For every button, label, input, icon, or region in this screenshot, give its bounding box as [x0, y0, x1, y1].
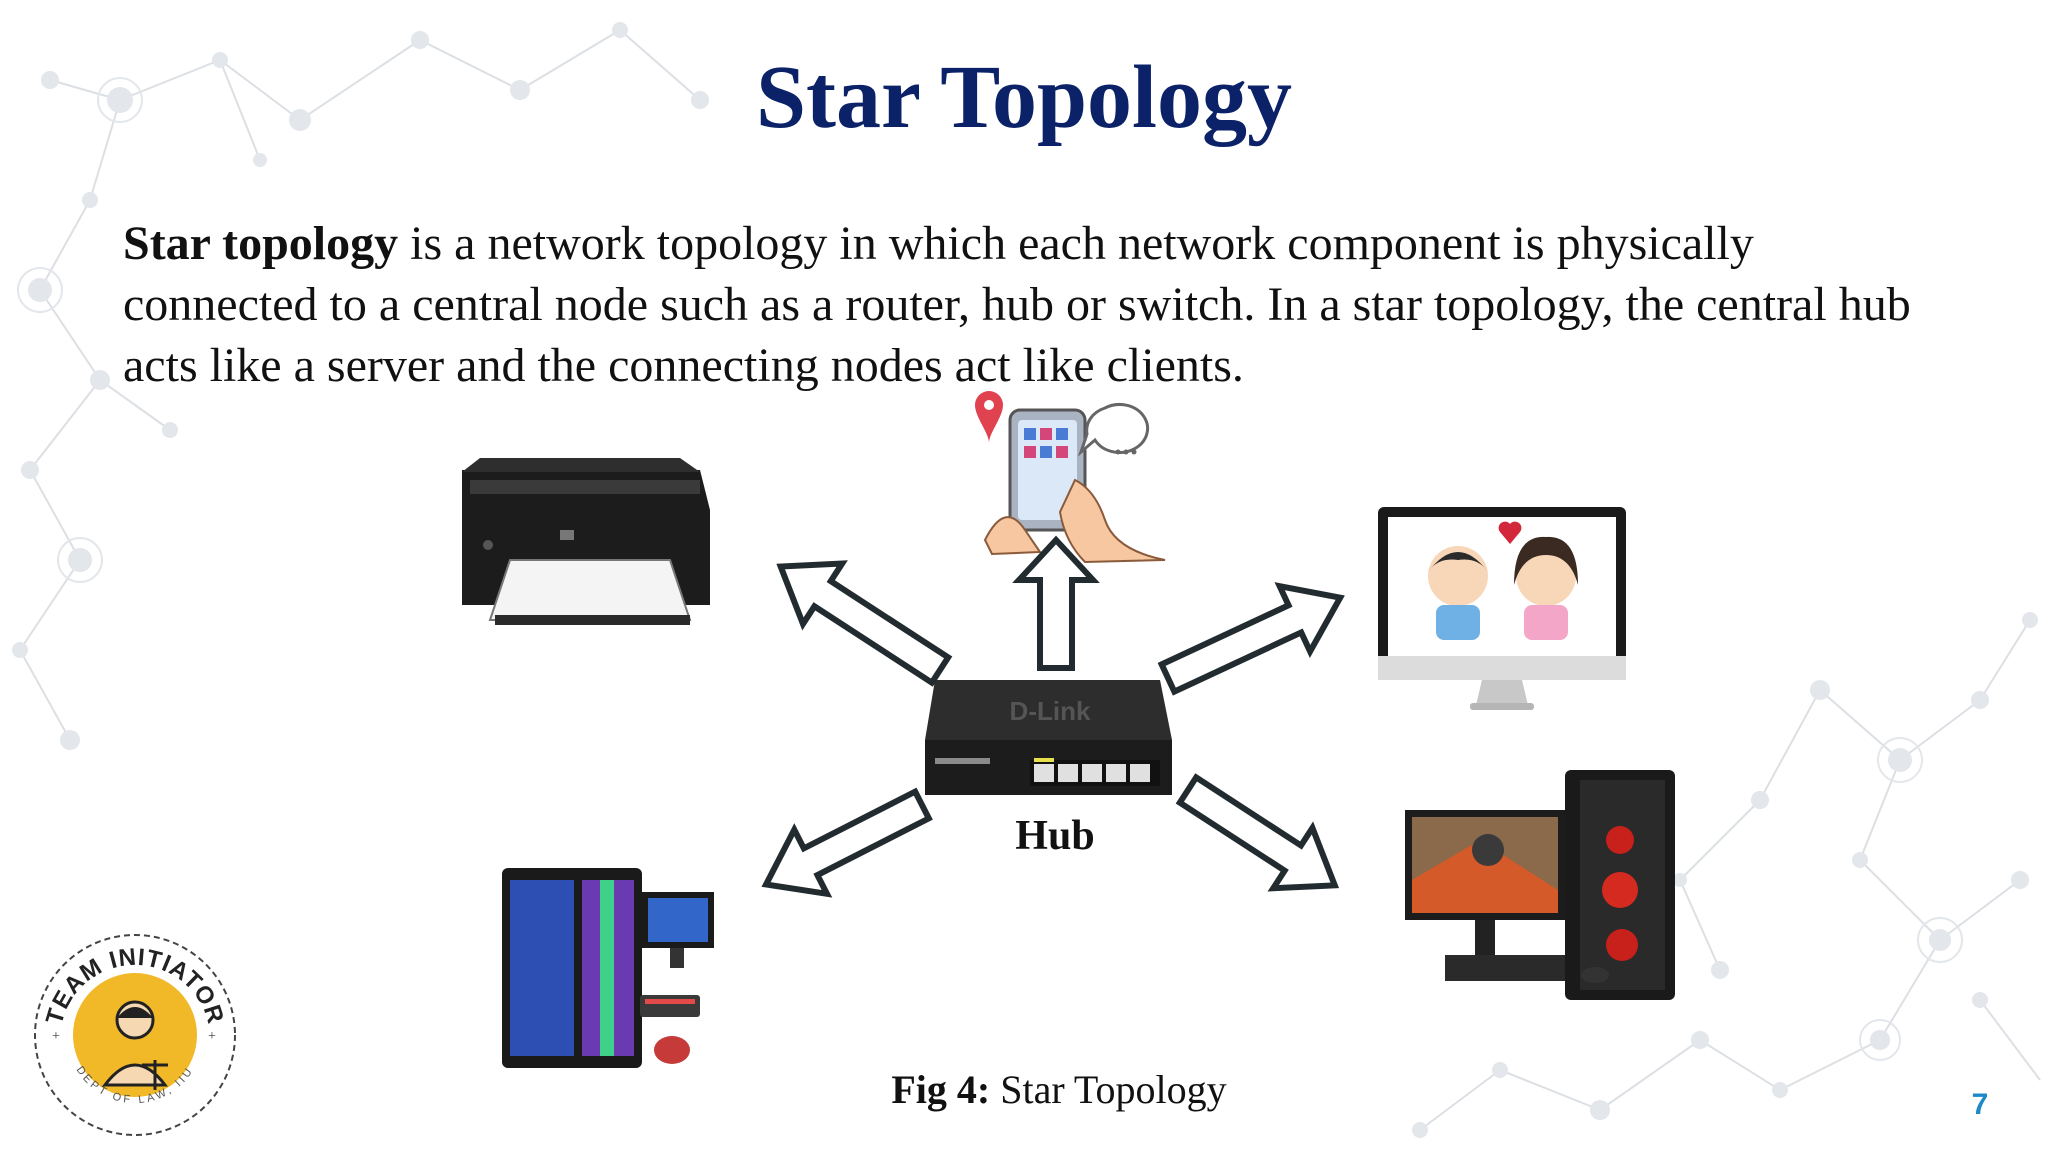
hub-brand: D-Link [1010, 696, 1091, 726]
caption-label: Fig 4: [891, 1067, 991, 1112]
arrow-to-tablet [1012, 535, 1100, 671]
arrow-to-printer [776, 560, 953, 687]
desktop-pc-icon [502, 868, 714, 1068]
hub-icon: D-Link [925, 680, 1172, 795]
figure-caption: Fig 4: Star Topology [0, 1066, 2048, 1113]
svg-text:+: + [208, 1029, 216, 1044]
slide-title: Star Topology [755, 48, 1293, 147]
svg-text:+: + [52, 1029, 60, 1044]
printer-icon [462, 458, 710, 625]
arrow-to-desktop [761, 787, 933, 898]
definition-paragraph: Star topology is a network topology in w… [123, 213, 1923, 396]
team-initiator-logo: TEAM INITIATOR DEPT OF LAW, IIU + + [34, 934, 236, 1136]
tablet-icon [975, 391, 1166, 564]
caption-text: Star Topology [990, 1067, 1227, 1112]
connection-arrows [761, 535, 1345, 898]
arrow-to-monitor [1157, 582, 1345, 696]
definition-term: Star topology [123, 217, 399, 270]
arrow-to-gaming-pc [1175, 773, 1340, 892]
gaming-pc-icon [1405, 770, 1675, 1000]
page-number: 7 [1971, 1088, 1989, 1121]
monitor-icon [1378, 507, 1626, 710]
hub-label: Hub [1015, 813, 1095, 859]
definition-text: is a network topology in which each netw… [123, 217, 1911, 392]
